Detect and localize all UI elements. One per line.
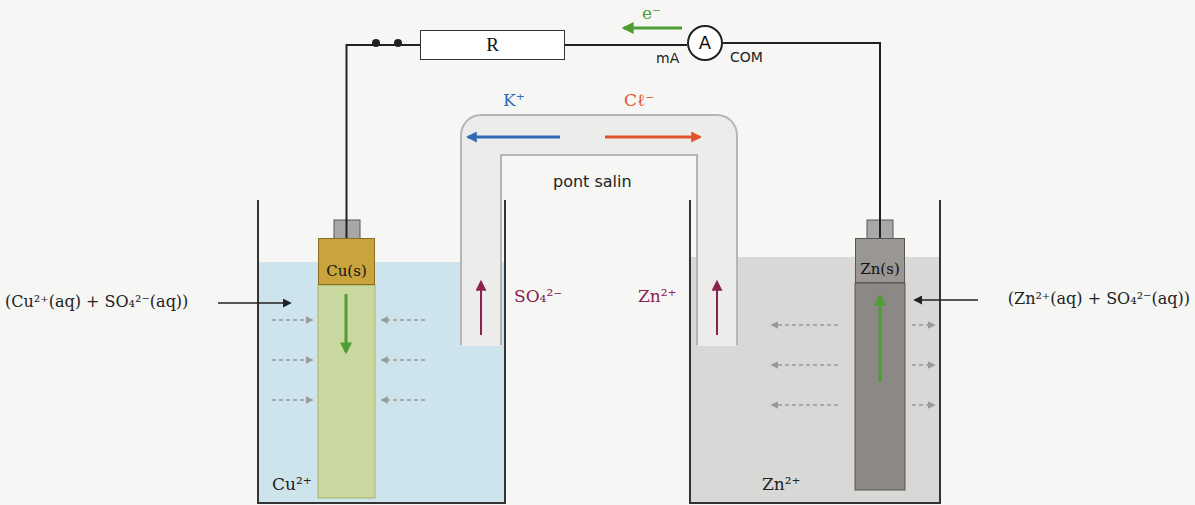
ion-migration-arrow [382,399,425,401]
cation-arrow [468,136,560,139]
ion-migration-arrow [772,364,838,366]
terminal-label: COM [730,49,763,66]
solution-label: (Cu²⁺(aq) + SO₄²⁻(aq)) [5,292,188,311]
ion-migration-arrow [912,364,934,366]
solution-label: (Zn²⁺(aq) + SO₄²⁻(aq)) [1008,289,1190,308]
electron-arrow [624,27,682,30]
node-text: Cu(s) [326,263,367,280]
circuit-wire [565,44,687,46]
zinc-electrode: Zn(s) [855,238,905,283]
ion-migration-arrow [772,324,838,326]
ion-label: K⁺ [503,90,525,110]
electron-arrow [345,294,348,352]
salt-bridge-tube [481,135,717,346]
electron-arrow [879,296,882,382]
ion-label: Cℓ⁻ [624,90,654,110]
copper-rod [318,285,375,498]
ion-migration-arrow [912,324,934,326]
sulfate-arrow [480,282,482,335]
ion-label: Cu²⁺ [272,474,312,494]
zinc-ion-arrow [716,282,718,335]
ion-migration-arrow [272,359,312,361]
ion-label: Zn²⁺ [762,474,801,494]
node-text: R [486,34,499,56]
node-text: Zn(s) [860,261,900,278]
leader-arrow [915,299,978,301]
ion-migration-arrows [272,320,934,405]
ion-migration-arrow [912,404,934,406]
resistor-symbol: R [420,30,565,60]
anion-arrow [605,136,700,139]
circuit-wire [723,43,880,238]
zinc-rod [855,283,905,490]
ion-label: SO₄²⁻ [514,286,562,306]
electron-label: e⁻ [642,3,661,23]
ion-migration-arrow [772,404,838,406]
circuit-wire [347,45,421,238]
terminal-label: mA [656,50,679,67]
leader-arrow [218,302,290,304]
ion-migration-arrow [272,319,312,321]
salt-bridge-label: pont salin [553,172,632,191]
ammeter-symbol: A [687,25,723,61]
salt-bridge-outline [481,135,717,345]
ion-migration-arrow [272,399,312,401]
copper-electrode: Cu(s) [318,238,375,285]
ion-label: Zn²⁺ [638,286,677,306]
node-text: A [699,33,711,54]
ion-migration-arrow [382,319,425,321]
ion-migration-arrow [382,359,425,361]
